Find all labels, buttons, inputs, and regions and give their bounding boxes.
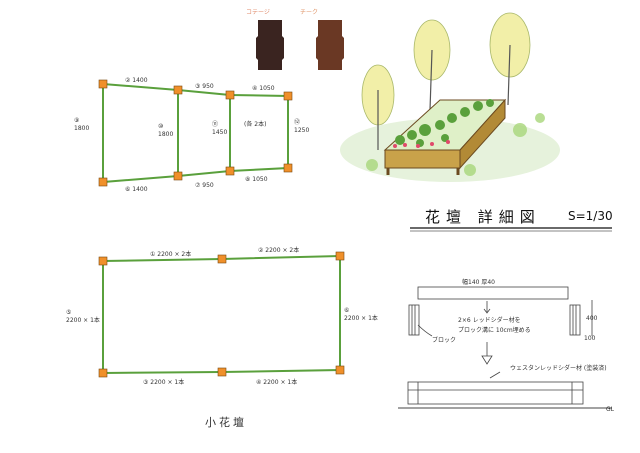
ground-level-label: GL <box>606 406 615 413</box>
dim-bottom-1: ③ 2200 × 1本 <box>143 378 184 386</box>
drawing-scale: S=1/30 <box>568 209 613 223</box>
block-left <box>408 304 420 336</box>
garden-perspective-illustration <box>340 12 560 182</box>
drawing-title: 花壇 詳細図 <box>425 208 541 226</box>
tree-icon <box>413 19 451 111</box>
note-line-1: 2×6 レッドシダー材を <box>458 316 521 324</box>
assembly-outline <box>407 381 584 405</box>
section-detail: 幅140 厚40 2×6 レッドシダー材を プロック溝に 10cm埋める ブロッ… <box>398 278 615 413</box>
note-line-2: プロック溝に 10cm埋める <box>458 326 531 334</box>
plan-top-frame: ② 1400 ③ 950 ④ 1050 ⑥ 1400 ⑦ 950 ⑧ 1050 … <box>74 77 309 193</box>
dim-bottom-2: ⑦ 950 <box>195 182 214 189</box>
tree-icon <box>361 64 395 150</box>
swatch-teak <box>316 20 344 70</box>
dim-bottom-1: ⑥ 1400 <box>125 186 148 193</box>
tree-icon <box>489 12 531 106</box>
dim-top-3: ④ 1050 <box>252 85 275 92</box>
lower-note: ウェスタンレッドシダー材 (塗装済) <box>510 364 607 372</box>
height-dim: 400 <box>586 315 598 322</box>
post-markers <box>98 79 293 187</box>
board-outline <box>417 286 569 300</box>
dim-top-2: ③ 950 <box>195 83 214 90</box>
title-block: 花壇 詳細図 S=1/30 <box>410 208 613 232</box>
board-label: 幅140 厚40 <box>462 278 495 286</box>
dim-top-2: ② 2200 × 2本 <box>258 246 299 254</box>
block-label: ブロック <box>432 336 456 344</box>
block-right <box>569 304 581 336</box>
height-dim-2: 100 <box>584 335 596 342</box>
swatch-cottage <box>256 20 284 70</box>
plan-bottom-frame: ① 2200 × 2本 ② 2200 × 2本 ③ 2200 × 1本 ④ 22… <box>66 246 378 429</box>
dim-top-1: ① 2200 × 2本 <box>150 250 191 258</box>
swatch-label-cottage: コテージ <box>246 9 270 16</box>
post-markers <box>98 251 345 378</box>
swatch-group: コテージ チーク <box>246 9 344 70</box>
dim-top-1: ② 1400 <box>125 77 148 84</box>
plan-caption: 小花壇 <box>205 415 247 429</box>
dim-bottom-2: ④ 2200 × 1本 <box>256 378 297 386</box>
swatch-label-teak: チーク <box>300 9 318 16</box>
dim-bottom-3: ⑧ 1050 <box>245 176 268 183</box>
dim-inner-3: (各 2本) <box>244 120 266 128</box>
